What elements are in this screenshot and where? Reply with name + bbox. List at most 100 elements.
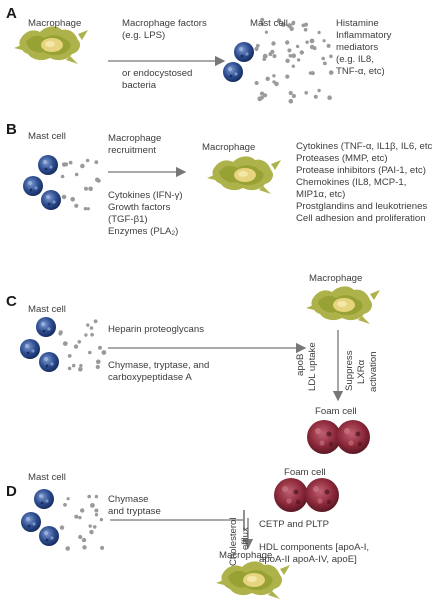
label-factors-example: (e.g. LPS)	[122, 30, 166, 41]
mast-cell-a1	[234, 42, 254, 62]
label-apob: apoB	[295, 353, 306, 376]
granule	[74, 514, 79, 519]
label-heparin: Heparin proteoglycans	[108, 324, 204, 335]
granule	[74, 203, 79, 208]
label-foam-cell-d: Foam cell	[284, 467, 326, 478]
granule	[291, 93, 296, 99]
granule	[85, 158, 90, 163]
label-recruit-2: recruitment	[108, 145, 156, 156]
granule	[94, 508, 99, 513]
granule	[88, 350, 92, 355]
granule	[88, 524, 92, 528]
label-histamine: Histamine	[336, 18, 379, 29]
granules-b	[60, 158, 101, 211]
granule	[305, 40, 309, 44]
label-efflux: efflux	[240, 527, 251, 550]
granule	[71, 363, 76, 368]
mast-cell-d3	[39, 526, 59, 546]
granule	[63, 503, 67, 507]
granule	[66, 497, 70, 501]
label-growth-factors: Growth factors	[108, 202, 171, 213]
granule	[89, 326, 94, 330]
granule	[291, 53, 297, 58]
label-hdl-1: HDL components [apoA-I,	[259, 542, 370, 553]
label-chymase-1: Chymase, tryptase, and	[108, 360, 210, 371]
granule	[271, 41, 276, 46]
panel-letter-c: C	[6, 293, 17, 310]
granule	[58, 330, 63, 335]
granule	[308, 71, 313, 75]
granule	[99, 517, 104, 522]
granule	[288, 54, 293, 58]
granule	[295, 44, 300, 49]
granules-d	[59, 494, 105, 551]
granule	[87, 494, 91, 499]
granule	[95, 364, 100, 370]
macrophage-cell-d	[216, 561, 290, 599]
granule	[96, 359, 101, 365]
foam-cell-c2	[336, 420, 370, 454]
granule	[74, 172, 79, 177]
granule	[79, 363, 83, 368]
label-result-2: Proteases (MMP, etc)	[296, 153, 388, 164]
label-foam-cell-c: Foam cell	[315, 406, 357, 417]
foam-cell-d2	[305, 478, 339, 512]
granule	[274, 81, 279, 87]
label-macrophage-a: Macrophage	[28, 18, 82, 29]
mast-cell-c3	[39, 352, 59, 372]
granule	[94, 494, 99, 499]
granule	[77, 340, 82, 344]
label-bacteria: bacteria	[122, 80, 157, 91]
granule	[260, 95, 264, 100]
granule	[285, 40, 290, 45]
granule	[272, 54, 277, 59]
granule	[93, 319, 98, 324]
mast-cell-b1	[38, 155, 58, 175]
macrophage-cell-c	[306, 286, 380, 324]
granule	[322, 39, 326, 43]
granule	[78, 367, 83, 372]
granule	[260, 17, 265, 22]
macrophage-cell-a	[14, 26, 88, 64]
granule	[285, 58, 290, 63]
label-result-4: Chemokines (IL8, MCP-1,	[296, 177, 407, 188]
granule	[60, 174, 65, 179]
granule	[263, 93, 268, 98]
mast-cell-a2	[223, 62, 243, 82]
granule	[88, 186, 93, 192]
granule	[61, 162, 67, 167]
label-activation: activation	[368, 351, 379, 392]
granule	[329, 54, 333, 59]
granule	[83, 207, 88, 211]
granule	[100, 545, 105, 550]
granule	[296, 58, 301, 62]
label-lxr: LXRα	[356, 359, 367, 384]
label-mast-cell-b: Mast cell	[28, 131, 66, 142]
granule	[317, 30, 321, 35]
label-macrophage-c: Macrophage	[309, 273, 363, 284]
granule	[70, 197, 75, 202]
granule	[81, 537, 87, 543]
label-result-3: Protease inhibitors (PAI-1, etc)	[296, 165, 426, 176]
granule	[289, 26, 294, 31]
granule	[65, 546, 70, 551]
granule	[59, 525, 65, 530]
label-suppress: Suppress	[344, 350, 355, 391]
granule	[272, 74, 276, 78]
granule	[259, 91, 265, 96]
granule	[68, 160, 73, 165]
label-hdl-2: apoA-II apoA-IV, apoE]	[259, 554, 357, 565]
foam-cell-c1	[307, 420, 341, 454]
label-mediators: mediators	[336, 42, 379, 53]
label-tnf: TNF-α, etc)	[336, 66, 385, 77]
label-recruit-1: Macrophage	[108, 133, 162, 144]
granule	[317, 88, 321, 93]
granule	[78, 515, 82, 520]
panel-letter-d: D	[6, 483, 17, 500]
label-macrophage-factors: Macrophage factors	[122, 18, 207, 29]
foam-cell-d1	[274, 478, 308, 512]
label-mast-cell-a: Mast cell	[250, 18, 288, 29]
granule	[67, 354, 72, 358]
granule	[326, 43, 331, 48]
